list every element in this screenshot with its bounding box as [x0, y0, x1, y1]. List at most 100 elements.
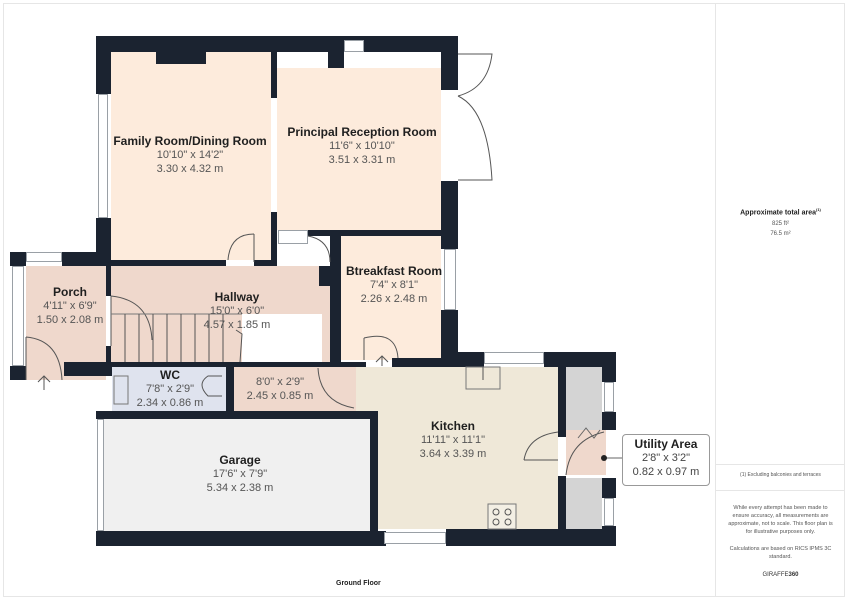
floor-name: Ground Floor [336, 580, 381, 587]
label-garage: Garage 17'6" x 7'9" 5.34 x 2.38 m [207, 453, 274, 496]
room-family-dining[interactable] [111, 52, 271, 260]
brand-logo: GIRAFFE360 [762, 572, 799, 578]
label-principal-reception: Principal Reception Room 11'6" x 10'10" … [287, 125, 436, 168]
wall [96, 531, 386, 546]
label-breakfast: Btreakfast Room 7'4" x 8'1" 2.26 x 2.48 … [346, 264, 442, 307]
wall [96, 362, 366, 367]
room-name: Family Room/Dining Room [113, 134, 267, 148]
room-imperial: 2'8" x 3'2" [641, 452, 691, 464]
label-kitchen: Kitchen 11'11" x 11'1" 3.64 x 3.39 m [420, 419, 487, 462]
room-name: Porch [52, 285, 87, 299]
window [26, 252, 62, 262]
wall [330, 236, 341, 362]
label-porch: Porch 4'11" x 6'9" 1.50 x 2.08 m [37, 285, 104, 328]
wall [226, 367, 234, 419]
calculation-note: Calculations are based on RICS IPMS 3C s… [729, 546, 832, 560]
wall [106, 346, 111, 362]
room-name: Garage [219, 453, 261, 467]
wall [271, 52, 277, 98]
label-utility-callout: Utility Area 2'8" x 3'2" 0.82 x 0.97 m [622, 434, 710, 486]
divider [716, 464, 845, 465]
area-title: Approximate total area(1) [740, 207, 821, 217]
room-metric: 3.51 x 3.31 m [328, 153, 396, 166]
room-metric: 0.82 x 0.97 m [632, 465, 700, 478]
wall [558, 476, 566, 531]
wall [558, 367, 566, 437]
label-family-dining: Family Room/Dining Room 10'10" x 14'2" 3… [113, 134, 266, 177]
room-garage[interactable] [104, 419, 370, 531]
entrance-arrow-icon [37, 375, 51, 390]
room-name: WC [160, 368, 180, 382]
wall [96, 36, 458, 52]
utility-side-lower [566, 478, 602, 529]
room-porch[interactable] [26, 266, 106, 380]
french-door-top [457, 53, 493, 97]
room-imperial: 10'10" x 14'2" [156, 149, 224, 161]
wall [111, 260, 226, 266]
wall [544, 352, 616, 367]
wall [308, 230, 458, 236]
wall [370, 411, 378, 531]
wall [602, 352, 616, 382]
wall [456, 352, 484, 367]
room-imperial: 8'0" x 2'9" [255, 376, 305, 388]
room-name: Utility Area [634, 437, 698, 451]
wall [602, 526, 616, 546]
wall [328, 52, 344, 68]
window [278, 230, 308, 244]
room-metric: 3.64 x 3.39 m [419, 447, 487, 460]
room-metric: 4.57 x 1.85 m [203, 318, 271, 331]
wall [441, 310, 458, 358]
room-metric: 2.45 x 0.85 m [246, 389, 314, 402]
room-corridor[interactable] [234, 367, 356, 411]
window [12, 266, 24, 366]
side-panel-divider [715, 3, 716, 597]
room-metric: 2.26 x 2.48 m [360, 292, 428, 305]
room-imperial: 7'4" x 8'1" [369, 279, 419, 291]
area-summary: Approximate total area(1) 825 ft² 76.5 m… [716, 207, 845, 237]
room-breakfast[interactable] [341, 236, 441, 360]
wall [96, 411, 376, 419]
wall [96, 36, 111, 94]
room-imperial: 4'11" x 6'9" [43, 300, 97, 312]
wall [62, 252, 111, 266]
area-m: 76.5 m² [770, 231, 791, 238]
wall [602, 412, 616, 430]
room-name: Kitchen [430, 419, 475, 433]
wall [106, 266, 111, 296]
room-imperial: 7'8" x 2'9" [145, 383, 195, 395]
label-hallway: Hallway 15'0" x 6'0" 4.57 x 1.85 m [204, 290, 271, 333]
utility-side-upper [566, 367, 602, 430]
label-wc: WC 7'8" x 2'9" 2.34 x 0.86 m [137, 368, 204, 411]
room-name: Btreakfast Room [345, 264, 443, 278]
window [484, 352, 544, 364]
window [344, 40, 364, 52]
utility-pointer-dot [601, 455, 607, 461]
room-kitchen[interactable] [356, 367, 558, 529]
wall [271, 212, 277, 266]
wall [156, 52, 206, 64]
divider [716, 490, 845, 491]
room-imperial: 11'6" x 10'10" [329, 140, 395, 152]
room-wc[interactable] [112, 367, 226, 411]
doors-and-fixtures [25, 53, 622, 530]
window [98, 94, 108, 218]
room-imperial: 15'0" x 6'0" [209, 305, 265, 317]
room-imperial: 17'6" x 7'9" [212, 468, 268, 480]
room-principal-reception[interactable] [277, 68, 441, 230]
wall [10, 366, 26, 380]
wall [392, 358, 458, 367]
garage-door [97, 419, 104, 531]
window [444, 249, 456, 310]
page-frame [3, 3, 845, 597]
window [384, 532, 446, 544]
wall [254, 260, 277, 266]
room-name: Principal Reception Room [287, 125, 437, 139]
room-metric: 3.30 x 4.32 m [156, 162, 224, 175]
floor-plan: Family Room/Dining Room 10'10" x 14'2" 3… [10, 36, 710, 587]
wall [446, 529, 616, 546]
entrance-arrow-icon [375, 355, 389, 366]
wall [441, 36, 458, 90]
stair-void [242, 314, 322, 362]
room-name: Hallway [214, 290, 260, 304]
